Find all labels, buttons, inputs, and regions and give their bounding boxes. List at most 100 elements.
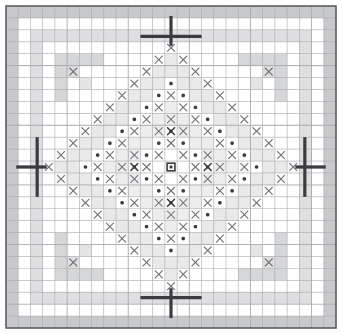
stitch-cell — [116, 209, 128, 221]
stitch-dot — [96, 153, 100, 157]
stitch-cell — [324, 54, 336, 66]
stitch-cell — [324, 316, 336, 328]
stitch-cell — [250, 6, 262, 18]
stitch-cell — [6, 245, 18, 257]
stitch-cell — [140, 6, 152, 18]
stitch-cell — [140, 125, 152, 137]
stitch-cell — [189, 125, 201, 137]
stitch-cell — [263, 6, 275, 18]
center-marker-core — [170, 166, 173, 169]
stitch-dot — [145, 153, 149, 157]
stitch-cell — [153, 78, 165, 90]
stitch-dot — [206, 213, 210, 217]
stitch-dot — [181, 141, 185, 145]
stitch-cell — [92, 185, 104, 197]
stitch-cell — [140, 197, 152, 209]
stitch-cell — [189, 78, 201, 90]
stitch-cell — [299, 280, 311, 292]
stitch-cell — [324, 304, 336, 316]
stitch-cell — [6, 233, 18, 245]
stitch-cell — [250, 54, 262, 66]
stitch-cell — [189, 245, 201, 257]
stitch-cell — [263, 30, 275, 42]
stitch-dot — [218, 201, 222, 205]
stitch-cell — [79, 30, 91, 42]
stitch-cell — [116, 173, 128, 185]
stitch-dot — [194, 225, 198, 229]
stitch-cell — [140, 78, 152, 90]
stitch-dot — [120, 129, 124, 133]
stitch-cell — [324, 30, 336, 42]
stitch-cell — [43, 292, 55, 304]
stitch-cell — [79, 78, 91, 90]
stitch-cell — [250, 137, 262, 149]
stitch-cell — [214, 101, 226, 113]
stitch-cell — [116, 149, 128, 161]
stitch-dot — [145, 177, 149, 181]
stitch-cell — [30, 197, 42, 209]
stitch-cell — [165, 66, 177, 78]
stitch-dot — [96, 177, 100, 181]
stitch-cell — [263, 149, 275, 161]
stitch-cell — [116, 316, 128, 328]
stitch-cell — [92, 30, 104, 42]
stitch-dot — [157, 189, 161, 193]
stitch-cell — [250, 78, 262, 90]
stitch-cell — [6, 292, 18, 304]
stitch-cell — [324, 268, 336, 280]
stitch-cell — [226, 113, 238, 125]
stitch-cell — [177, 256, 189, 268]
stitch-cell — [30, 209, 42, 221]
stitch-cell — [263, 161, 275, 173]
stitch-cell — [226, 6, 238, 18]
stitch-cell — [202, 89, 214, 101]
stitch-cell — [324, 221, 336, 233]
stitch-cell — [250, 185, 262, 197]
stitch-cell — [312, 316, 324, 328]
stitch-cell — [324, 137, 336, 149]
stitch-cell — [299, 197, 311, 209]
stitch-cell — [324, 209, 336, 221]
stitch-cell — [30, 66, 42, 78]
stitch-cell — [67, 292, 79, 304]
stitch-cell — [30, 42, 42, 54]
stitch-cell — [79, 185, 91, 197]
stitch-cell — [30, 89, 42, 101]
stitch-cell — [116, 113, 128, 125]
stitch-cell — [6, 113, 18, 125]
stitch-cell — [263, 268, 275, 280]
stitch-cell — [6, 280, 18, 292]
stitch-cell — [92, 137, 104, 149]
stitch-cell — [177, 316, 189, 328]
stitch-cell — [128, 101, 140, 113]
stitch-cell — [140, 245, 152, 257]
stitch-cell — [43, 316, 55, 328]
stitch-cell — [275, 256, 287, 268]
stitch-cell — [324, 233, 336, 245]
stitch-cell — [165, 256, 177, 268]
stitch-cell — [214, 292, 226, 304]
stitch-cell — [67, 316, 79, 328]
stitch-cell — [226, 161, 238, 173]
stitch-cell — [250, 173, 262, 185]
stitch-cell — [55, 6, 67, 18]
stitch-cell — [140, 137, 152, 149]
stitch-cell — [299, 292, 311, 304]
stitch-cell — [299, 256, 311, 268]
stitch-cell — [263, 54, 275, 66]
stitch-cell — [6, 221, 18, 233]
stitch-dot — [145, 225, 149, 229]
stitch-cell — [299, 54, 311, 66]
stitch-cell — [238, 316, 250, 328]
stitch-cell — [324, 292, 336, 304]
stitch-cell — [214, 30, 226, 42]
stitch-cell — [104, 209, 116, 221]
stitch-cell — [299, 268, 311, 280]
stitch-cell — [177, 78, 189, 90]
stitch-cell — [55, 268, 67, 280]
stitch-dot — [157, 237, 161, 241]
stitch-cell — [104, 161, 116, 173]
stitch-cell — [116, 6, 128, 18]
stitch-cell — [30, 113, 42, 125]
stitch-cell — [128, 30, 140, 42]
